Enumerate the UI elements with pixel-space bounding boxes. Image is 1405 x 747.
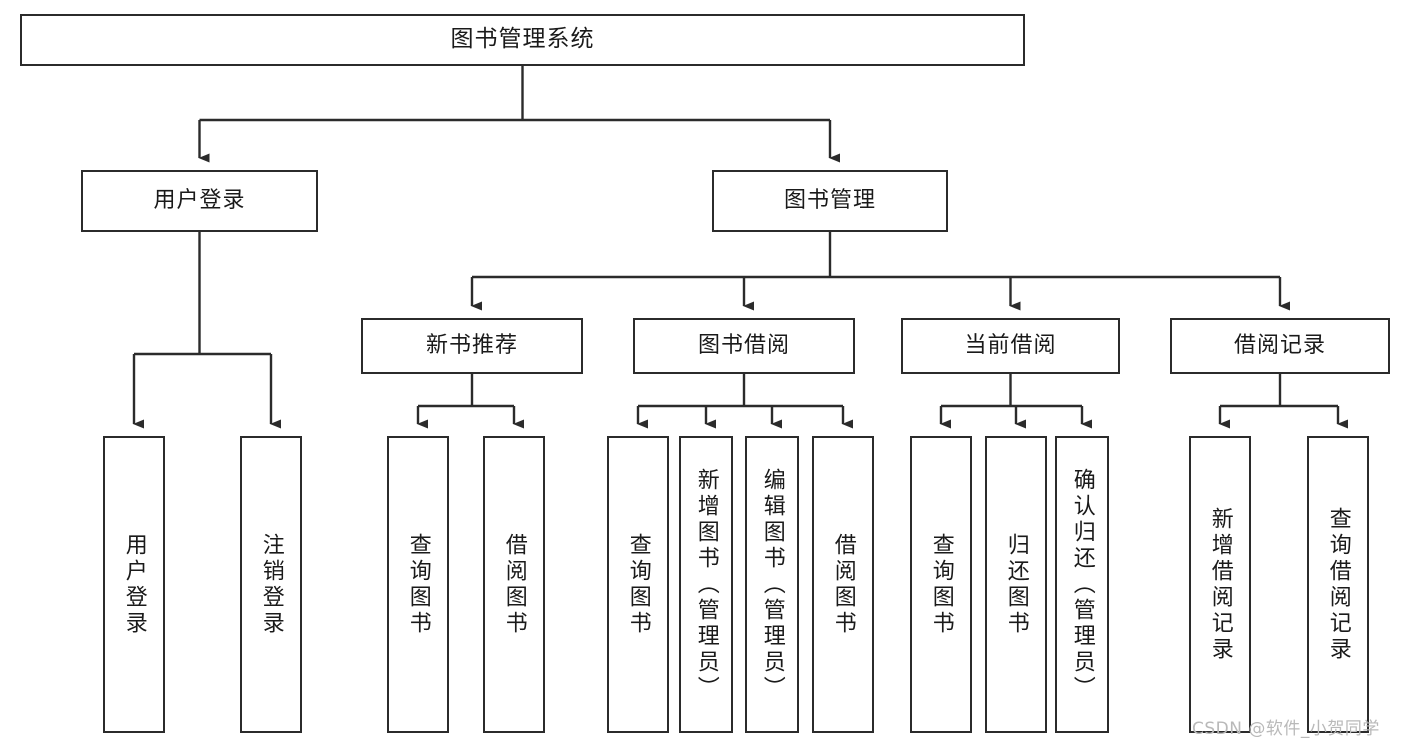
node-label: 注销登录 xyxy=(258,532,284,637)
node-leaf-add-book[interactable]: 新增图书（管理员） xyxy=(679,436,733,733)
node-leaf-query-book-1[interactable]: 查询图书 xyxy=(387,436,449,733)
node-leaf-user-login[interactable]: 用户登录 xyxy=(103,436,165,733)
node-label: 编辑图书（管理员） xyxy=(759,467,785,702)
node-label: 新书推荐 xyxy=(425,332,518,358)
node-label: 新增图书（管理员） xyxy=(693,467,719,702)
node-label: 确认归还（管理员） xyxy=(1069,467,1095,702)
node-leaf-borrow-book-2[interactable]: 借阅图书 xyxy=(812,436,874,733)
node-label: 图书管理系统 xyxy=(450,26,595,53)
node-label: 借阅图书 xyxy=(830,532,856,637)
node-label: 查询图书 xyxy=(928,532,954,637)
node-label: 图书借阅 xyxy=(697,332,790,358)
node-leaf-query-book-2[interactable]: 查询图书 xyxy=(607,436,669,733)
node-label: 用户登录 xyxy=(121,532,147,637)
node-root[interactable]: 图书管理系统 xyxy=(20,14,1025,66)
node-leaf-query-book-3[interactable]: 查询图书 xyxy=(910,436,972,733)
node-book-management[interactable]: 图书管理 xyxy=(712,170,948,232)
node-borrow-record[interactable]: 借阅记录 xyxy=(1170,318,1390,374)
node-label: 归还图书 xyxy=(1003,532,1029,637)
node-book-borrow[interactable]: 图书借阅 xyxy=(633,318,855,374)
node-leaf-return-book[interactable]: 归还图书 xyxy=(985,436,1047,733)
node-label: 借阅图书 xyxy=(501,532,527,637)
node-leaf-confirm-return[interactable]: 确认归还（管理员） xyxy=(1055,436,1109,733)
node-leaf-logout[interactable]: 注销登录 xyxy=(240,436,302,733)
node-label: 借阅记录 xyxy=(1233,332,1326,358)
node-user-login[interactable]: 用户登录 xyxy=(81,170,318,232)
node-new-book-recommend[interactable]: 新书推荐 xyxy=(361,318,583,374)
csdn-watermark: CSDN @软件_小贺同学 xyxy=(1192,719,1380,739)
node-label: 查询借阅记录 xyxy=(1325,506,1351,663)
node-leaf-add-record[interactable]: 新增借阅记录 xyxy=(1189,436,1251,733)
node-label: 用户登录 xyxy=(153,187,246,213)
node-label: 图书管理 xyxy=(783,187,876,213)
node-leaf-edit-book[interactable]: 编辑图书（管理员） xyxy=(745,436,799,733)
node-label: 新增借阅记录 xyxy=(1207,506,1233,663)
node-leaf-borrow-book-1[interactable]: 借阅图书 xyxy=(483,436,545,733)
node-current-borrow[interactable]: 当前借阅 xyxy=(901,318,1120,374)
node-label: 查询图书 xyxy=(405,532,431,637)
node-label: 当前借阅 xyxy=(964,332,1057,358)
node-leaf-query-record[interactable]: 查询借阅记录 xyxy=(1307,436,1369,733)
node-label: 查询图书 xyxy=(625,532,651,637)
